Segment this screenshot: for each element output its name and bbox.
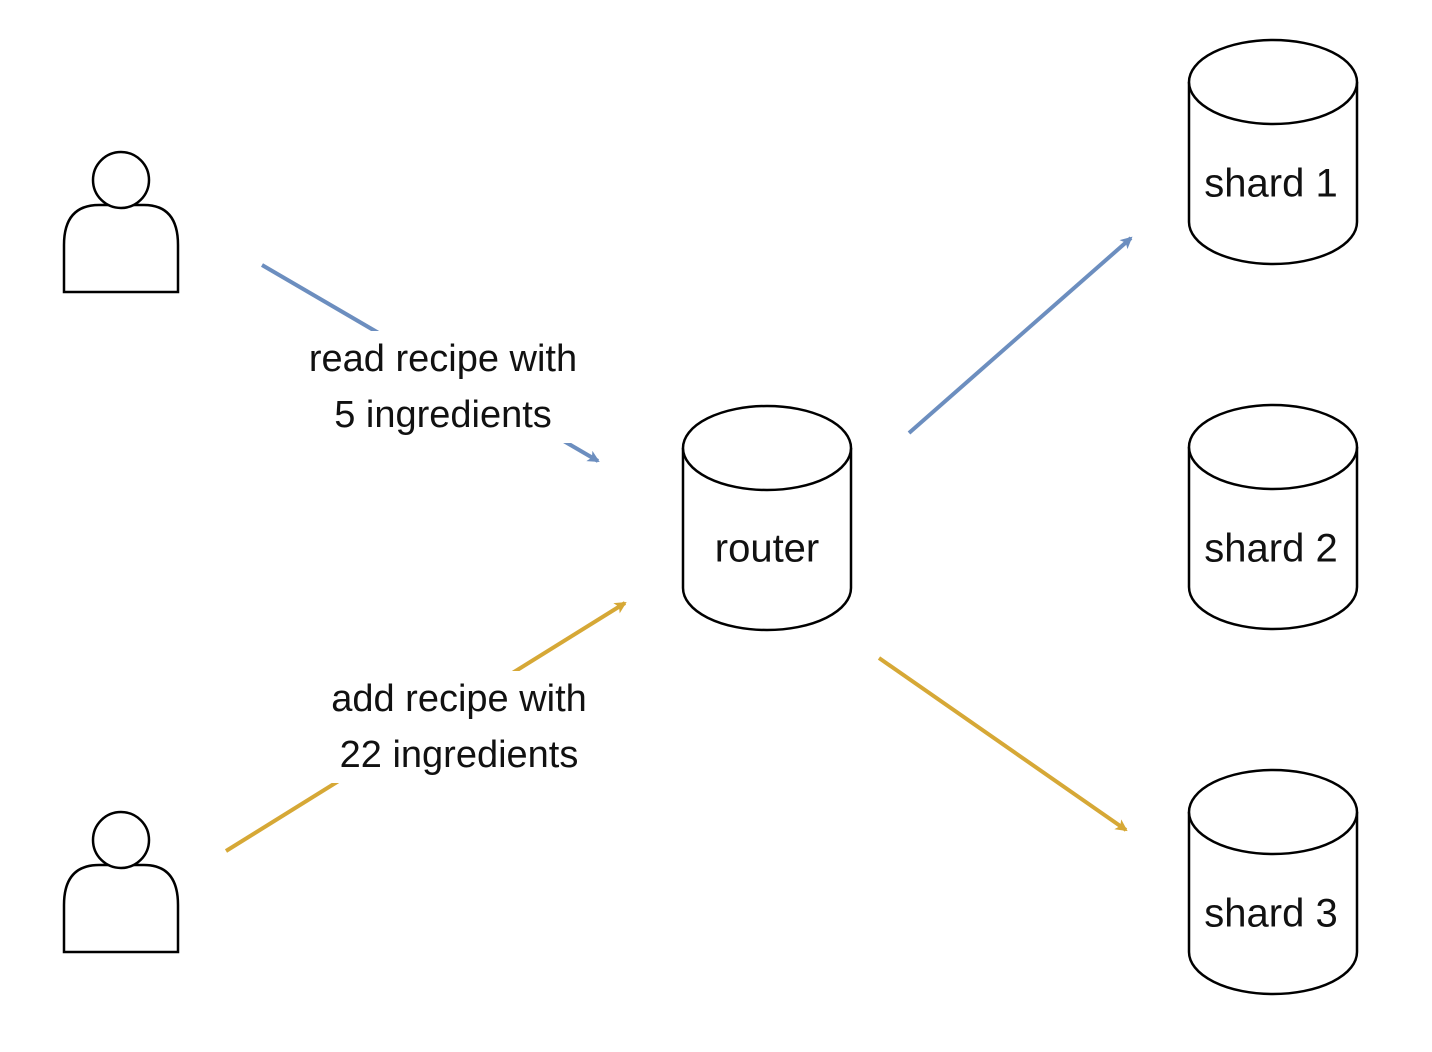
router-node: router [681, 404, 853, 632]
user-icon [62, 150, 180, 294]
edge-read-router-to-shard-1 [907, 236, 1133, 435]
database-cylinder-icon [1187, 38, 1359, 266]
actor-reader [62, 150, 180, 294]
edge-label-write-line-1: add recipe with [331, 678, 587, 720]
edge-label-write-line-2: 22 ingredients [339, 734, 579, 776]
shard-3-node: shard 3 [1187, 768, 1359, 996]
shard-2-label: shard 2 [1204, 527, 1337, 571]
user-icon [62, 810, 180, 954]
database-cylinder-icon [681, 404, 853, 632]
edge-label-read-line-1: read recipe with [308, 338, 578, 380]
router-label: router [715, 527, 820, 571]
shard-1-node: shard 1 [1187, 38, 1359, 266]
shard-3-label: shard 3 [1204, 892, 1337, 936]
database-cylinder-icon [1187, 403, 1359, 631]
edge-label-read: read recipe with 5 ingredients [276, 331, 610, 443]
shard-1-label: shard 1 [1204, 162, 1337, 206]
edge-write-router-to-shard-3 [877, 656, 1128, 832]
shard-2-node: shard 2 [1187, 403, 1359, 631]
edge-label-write: add recipe with 22 ingredients [298, 671, 620, 783]
actor-writer [62, 810, 180, 954]
database-cylinder-icon [1187, 768, 1359, 996]
edge-label-read-line-2: 5 ingredients [334, 394, 552, 436]
